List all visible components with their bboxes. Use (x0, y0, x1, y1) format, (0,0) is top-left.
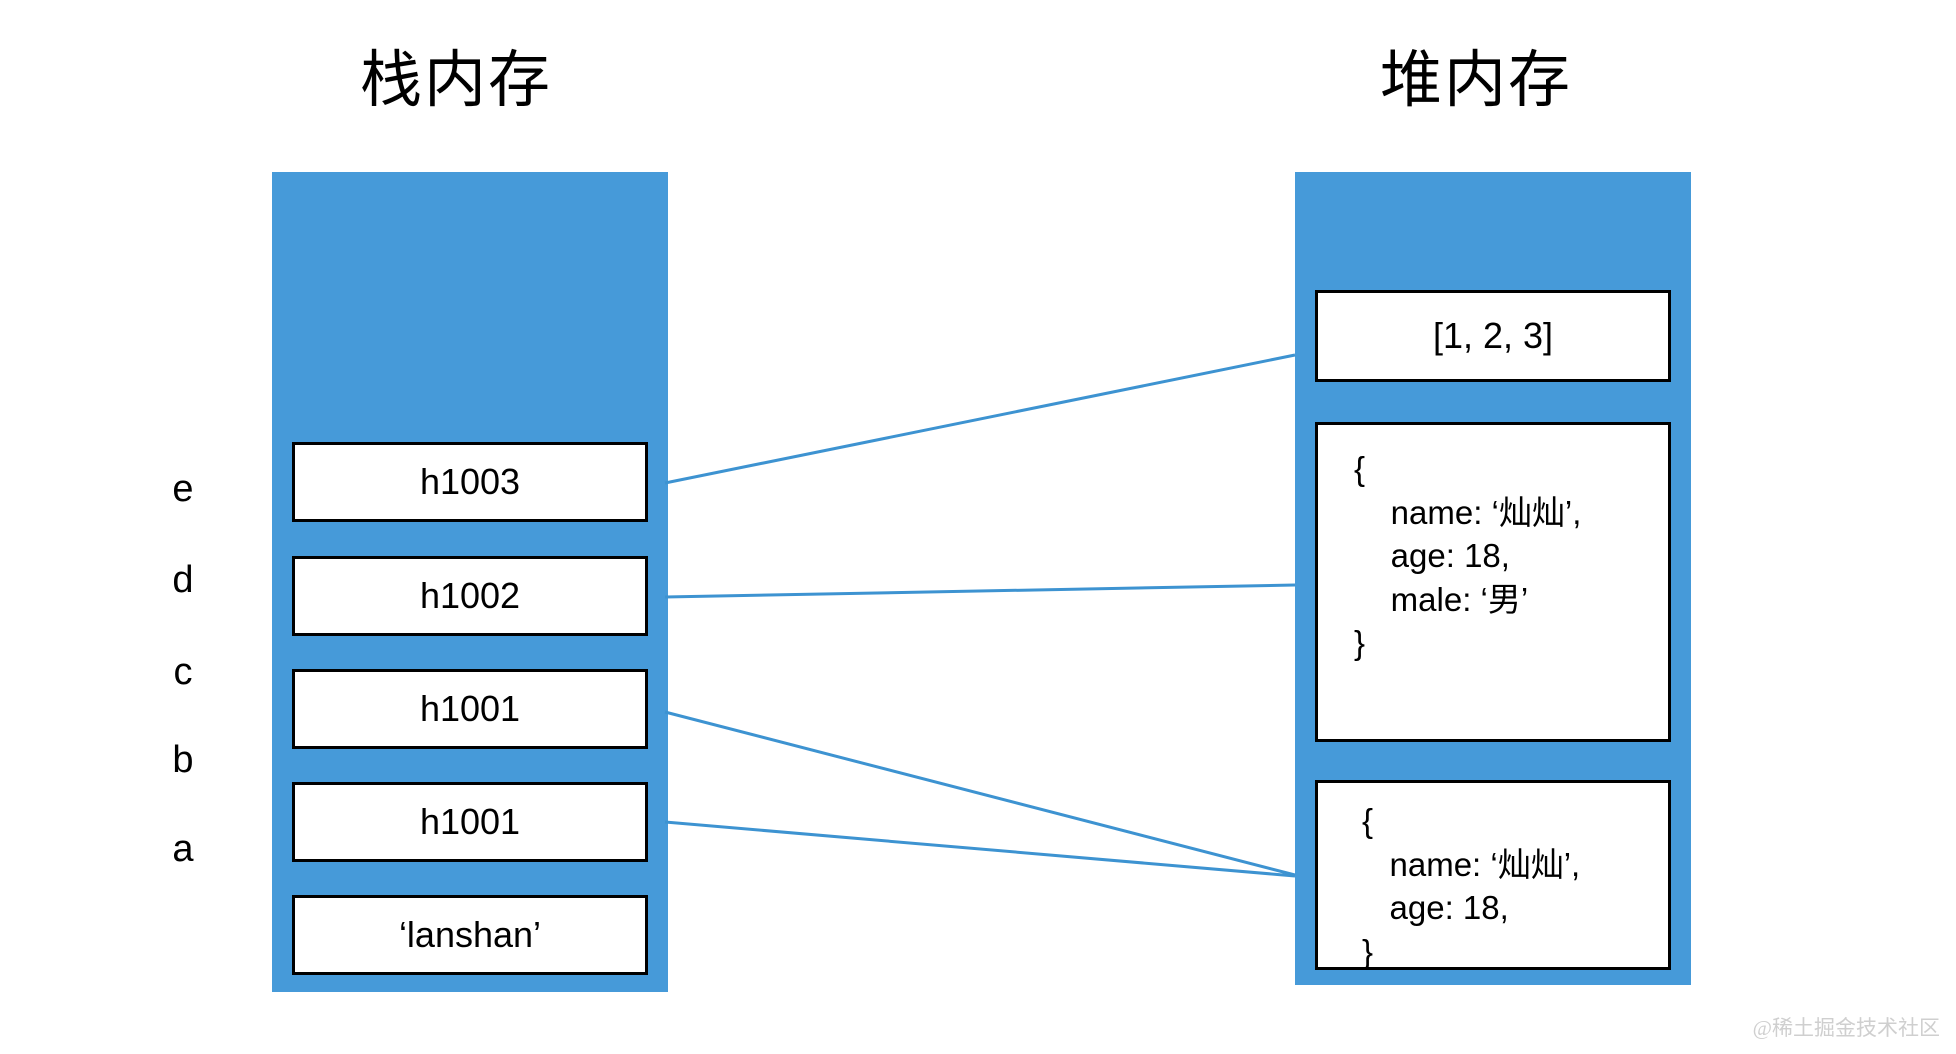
stack-slot-value-d: h1002 (419, 575, 521, 616)
heap-value-array-literal: [1, 2, 3] (1432, 315, 1554, 356)
connector-d-to-object1 (664, 583, 1296, 599)
heap-slot-array-literal: [1, 2, 3] (1315, 290, 1671, 382)
stack-memory-title: 栈内存 (360, 47, 553, 115)
heap-memory-title: 堆内存 (1380, 47, 1573, 115)
heap-value-object-literal-2: { name: ‘灿灿’, age: 18, } (1362, 802, 1581, 970)
stack-var-label-e: e (172, 468, 194, 510)
stack-slot-e: h1003 (292, 442, 648, 522)
stack-slot-d: h1002 (292, 556, 648, 636)
stack-var-label-a: a (172, 828, 194, 870)
stack-slot-a: ‘lanshan’ (292, 895, 648, 975)
stack-slot-b: h1001 (292, 782, 648, 862)
heap-slot-object-literal-2: { name: ‘灿灿’, age: 18, } (1315, 780, 1671, 970)
connector-e-to-array (664, 353, 1296, 485)
connector-b-to-object2 (664, 820, 1296, 878)
stack-var-label-c: c (173, 651, 193, 693)
stack-slot-c: h1001 (292, 669, 648, 749)
stack-slot-value-e: h1003 (419, 461, 521, 502)
heap-value-object-literal-1: { name: ‘灿灿’, age: 18, male: ‘男’ } (1354, 450, 1582, 662)
heap-slot-object-literal-1: { name: ‘灿灿’, age: 18, male: ‘男’ } (1315, 422, 1671, 742)
stack-var-label-b: b (172, 739, 194, 781)
stack-slot-value-b: h1001 (419, 801, 521, 842)
stack-var-label-d: d (172, 559, 194, 601)
stack-slot-value-c: h1001 (419, 688, 521, 729)
stack-slot-value-a: ‘lanshan’ (398, 914, 542, 955)
watermark: @稀土掘金技术社区 (1752, 1016, 1940, 1040)
connector-c-to-object2 (664, 710, 1296, 877)
